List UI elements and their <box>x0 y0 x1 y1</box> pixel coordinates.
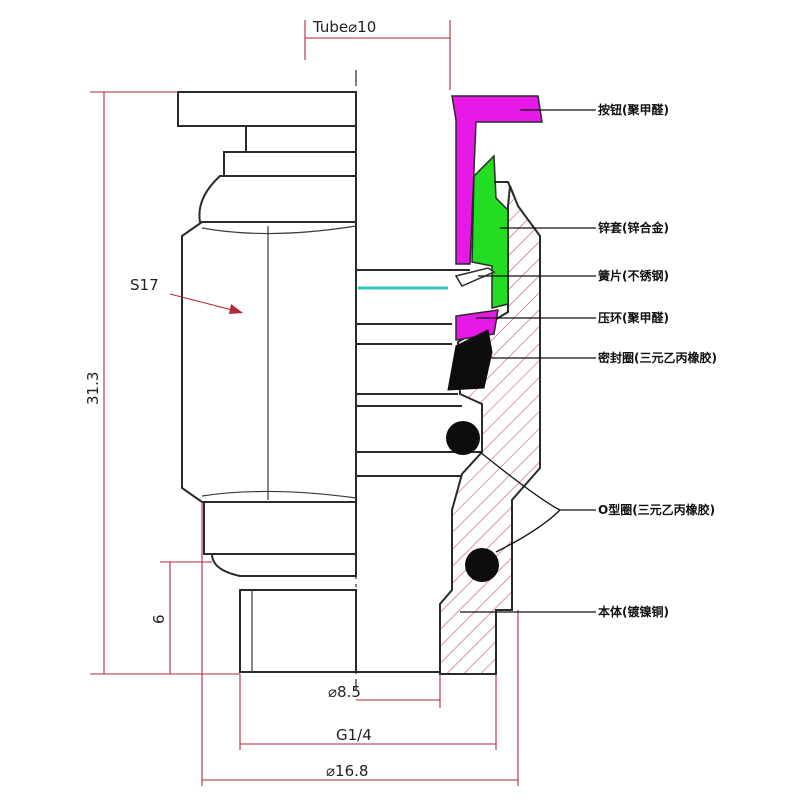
lower-body-outline <box>203 501 357 555</box>
height-label: 31.3 <box>84 372 102 405</box>
button-cap-outline <box>177 91 357 127</box>
callout-lip-seal: 密封圈(三元乙丙橡胶) <box>598 350 717 365</box>
leader-o-ring-lower <box>495 509 561 553</box>
button-neck-outline <box>245 125 357 153</box>
o-ring-lower <box>465 548 499 582</box>
thread-length-label: 6 <box>150 614 168 624</box>
leader-o-ring-upper <box>479 451 596 511</box>
spring-reed-part <box>454 267 496 287</box>
dimension-lines <box>90 20 519 786</box>
hex-size-label: S17 <box>130 276 159 294</box>
fitting-exterior-view <box>177 91 357 673</box>
hex-leader-line <box>169 293 241 313</box>
callout-body: 本体(镀镍铜) <box>598 604 669 619</box>
callout-press-ring: 压环(聚甲醛) <box>598 310 669 325</box>
collar-outline <box>223 151 357 177</box>
hex-body-outline <box>181 221 357 503</box>
o-ring-upper <box>446 421 480 455</box>
lip-seal-part <box>447 329 493 391</box>
collet-sleeve-part <box>471 154 509 309</box>
undercut-outline <box>210 553 357 577</box>
hex-bottom-curve <box>201 490 357 499</box>
hex-top-curve <box>201 225 357 235</box>
callout-leaders <box>460 109 596 613</box>
body-top-rim <box>494 181 515 197</box>
body-diameter-label: ⌀16.8 <box>326 762 368 780</box>
fitting-section-view <box>356 95 543 675</box>
tube-diameter-label: Tube⌀10 <box>312 18 376 36</box>
bore-diameter-label: ⌀8.5 <box>328 683 361 701</box>
callout-spring-reed: 簧片(不锈钢) <box>598 268 669 283</box>
thread-outline <box>239 589 357 673</box>
callout-o-ring: O型圈(三元乙丙橡胶) <box>598 502 715 517</box>
chamfer-ring-outline <box>198 175 357 223</box>
callout-collet-sleeve: 锌套(锌合金) <box>598 220 669 235</box>
hex-leader-arrow <box>229 304 243 314</box>
callout-release-button: 按钮(聚甲醛) <box>598 102 669 117</box>
thread-size-label: G1/4 <box>336 726 372 744</box>
